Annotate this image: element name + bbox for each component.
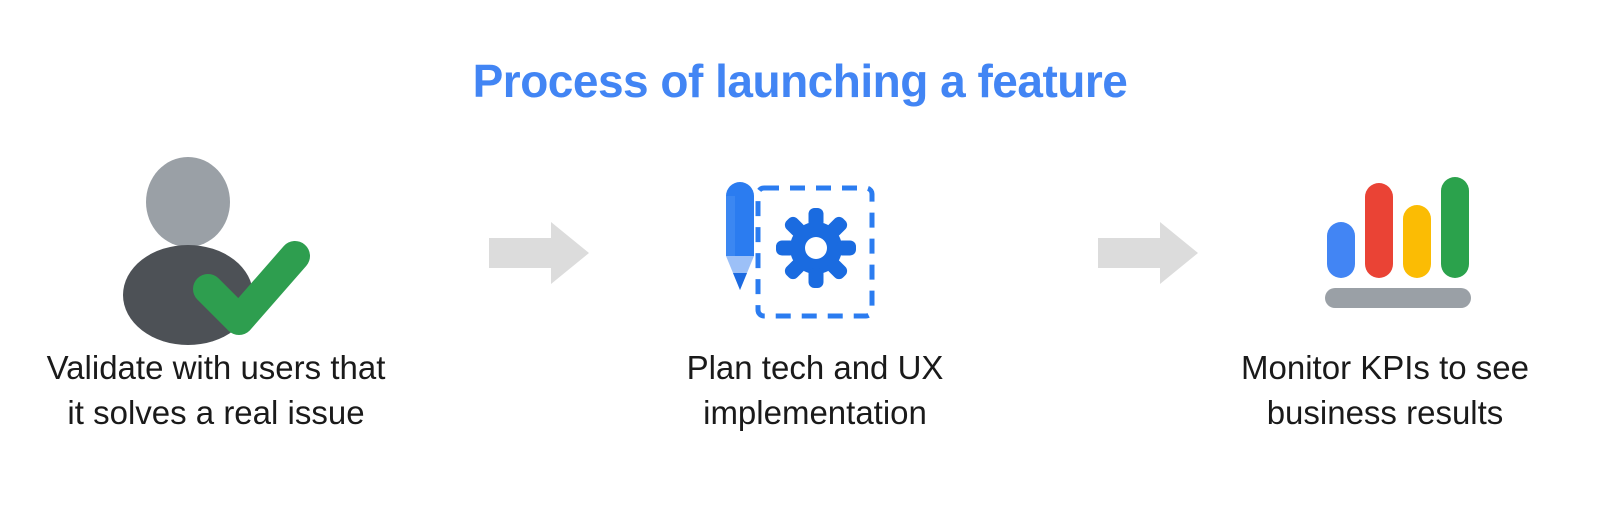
right-arrow-icon [1098,222,1198,284]
person-head-shape [146,157,230,247]
step-1-icon-area [0,150,436,345]
chart-baseline-shape [1325,288,1471,308]
step-2-caption-line-1: Plan tech and UX [686,349,944,386]
chart-bar-4 [1441,177,1469,278]
right-arrow-icon [489,222,589,284]
process-step-validate: Validate with users that it solves a rea… [0,150,436,431]
bar-chart-icon [1295,150,1495,315]
arrow-step2-to-step3 [1098,222,1198,284]
chart-bar-3 [1403,205,1431,278]
step-3-icon-area [1165,150,1600,325]
user-check-icon [106,150,336,345]
pencil-gear-icon [700,150,930,330]
step-3-caption-line-2: business results [1266,393,1504,431]
process-step-plan: Plan tech and UX implementation [595,150,1035,431]
step-1-caption: Validate with users that it solves a rea… [0,346,436,436]
pencil-highlight-shape [726,196,735,256]
step-3-caption: Monitor KPIs to see business results [1165,346,1600,436]
step-1-caption-line-1: Validate with users that [46,349,386,386]
gear-hole-shape [805,237,827,259]
gear-shape [776,208,856,288]
step-2-caption: Plan tech and UX implementation [595,346,1035,436]
process-step-monitor: Monitor KPIs to see business results [1165,150,1600,431]
checkmark-shape [193,241,310,335]
step-2-icon-area [595,150,1035,325]
step-3-caption-line-1: Monitor KPIs to see [1241,349,1529,386]
pencil-point-shape [733,273,747,290]
arrow-step1-to-step2 [489,222,589,284]
chart-bar-1 [1327,222,1355,278]
page-title: Process of launching a feature [472,55,1128,107]
step-2-caption-line-2: implementation [703,393,927,431]
step-1-caption-line-2: it solves a real issue [67,393,365,431]
chart-bar-2 [1365,183,1393,278]
dashed-frame-shape [755,185,875,319]
